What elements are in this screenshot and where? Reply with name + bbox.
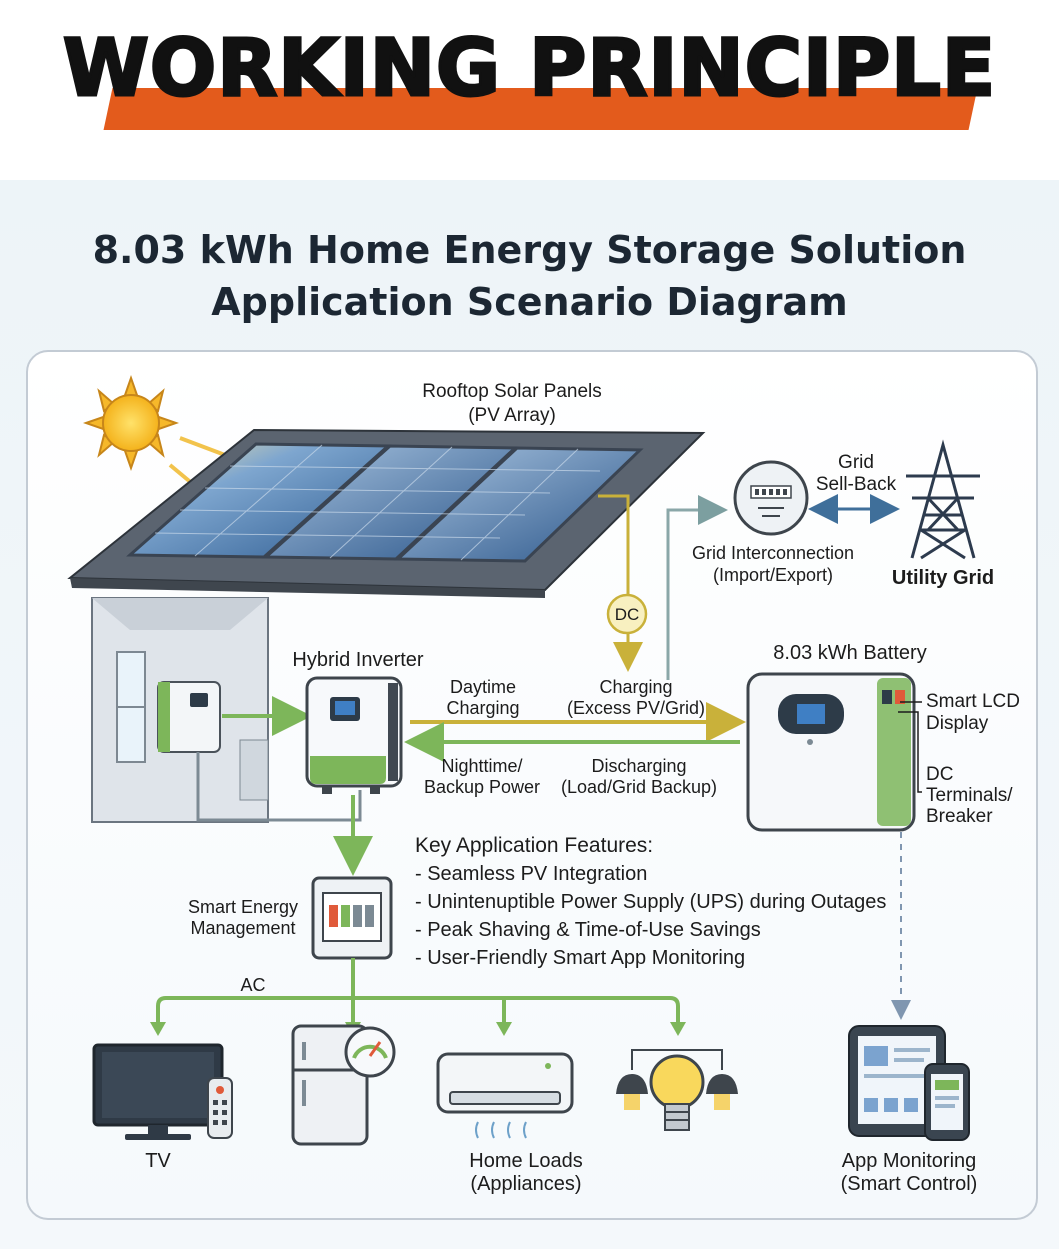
banner-title: WORKING PRINCIPLE [61,24,997,114]
battery-icon [746,672,916,832]
daytime-label-line2: Charging [446,698,520,718]
feature-item: - Unintenuptible Power Supply (UPS) duri… [415,891,887,913]
lights-icon [616,1049,738,1131]
nighttime-label-line1: Nighttime/ [441,756,523,776]
battery-label: 8.03 kWh Battery [773,642,927,664]
utility-tower-icon [906,439,980,560]
grid-interconnect-line2: (Import/Export) [712,565,834,585]
daytime-label-line1: Daytime [449,677,516,697]
solar-label-line1: Rooftop Solar Panels [422,381,602,402]
sellback-label-line2: Sell-Back [815,474,897,495]
air-conditioner-icon [436,1052,574,1139]
dc-badge-label: DC [614,605,640,624]
diagram-title-line1: 8.03 kWh Home Energy Storage Solution [92,228,967,272]
smart-energy-panel-icon [311,876,393,960]
battery-callouts [898,701,922,793]
smart-lcd-label-line2: Display [926,713,989,734]
utility-grid-label: Utility Grid [891,567,995,589]
home-loads-label-line1: Home Loads [469,1150,583,1172]
feature-item: - Peak Shaving & Time-of-Use Savings [415,919,761,941]
home-loads-label-line2: (Appliances) [470,1173,582,1195]
app-label-line2: (Smart Control) [840,1173,978,1195]
features-heading: Key Application Features: [415,834,654,857]
smart-lcd-label-line1: Smart LCD [926,691,1020,712]
diagram-title-line2: Application Scenario Diagram [211,280,848,324]
app-label-line1: App Monitoring [841,1150,977,1172]
house-roof [67,428,706,598]
inverter-label: Hybrid Inverter [292,649,424,671]
sem-label-line1: Smart Energy [187,897,299,917]
grid-interconnect-line1: Grid Interconnection [691,543,855,563]
tv-icon [92,1043,233,1140]
ac-arrowheads [150,1022,686,1036]
discharging-label-line2: (Load/Grid Backup) [560,777,718,797]
feature-item: - User-Friendly Smart App Monitoring [415,947,746,969]
tv-label: TV [145,1150,171,1172]
small-inverter-icon [157,681,221,753]
sem-label-line2: Management [190,918,296,938]
ac-distribution [156,958,680,1024]
nighttime-label-line2: Backup Power [423,777,541,797]
dc-terminals-label-line3: Breaker [926,806,993,827]
fridge-icon [291,1024,396,1146]
meter-icon [733,460,809,536]
tablet-phone-icon [848,1025,970,1141]
charging-label-line1: Charging [599,677,673,697]
sun-icon [82,374,226,492]
dc-terminals-label-line2: Terminals/ [926,785,1013,806]
feature-item: - Seamless PV Integration [415,863,648,885]
dc-terminals-label-line1: DC [926,764,954,785]
hybrid-inverter-icon [305,676,403,794]
solar-label-line2: (PV Array) [468,405,556,426]
house-cable [196,752,362,822]
dc-line [598,494,630,600]
grid-interconnect-line [666,495,728,680]
sellback-label-line1: Grid [838,452,874,473]
charging-label-line2: (Excess PV/Grid) [566,698,706,718]
ac-label: AC [240,975,266,995]
dc-badge [606,593,648,635]
discharging-label-line1: Discharging [591,756,687,776]
